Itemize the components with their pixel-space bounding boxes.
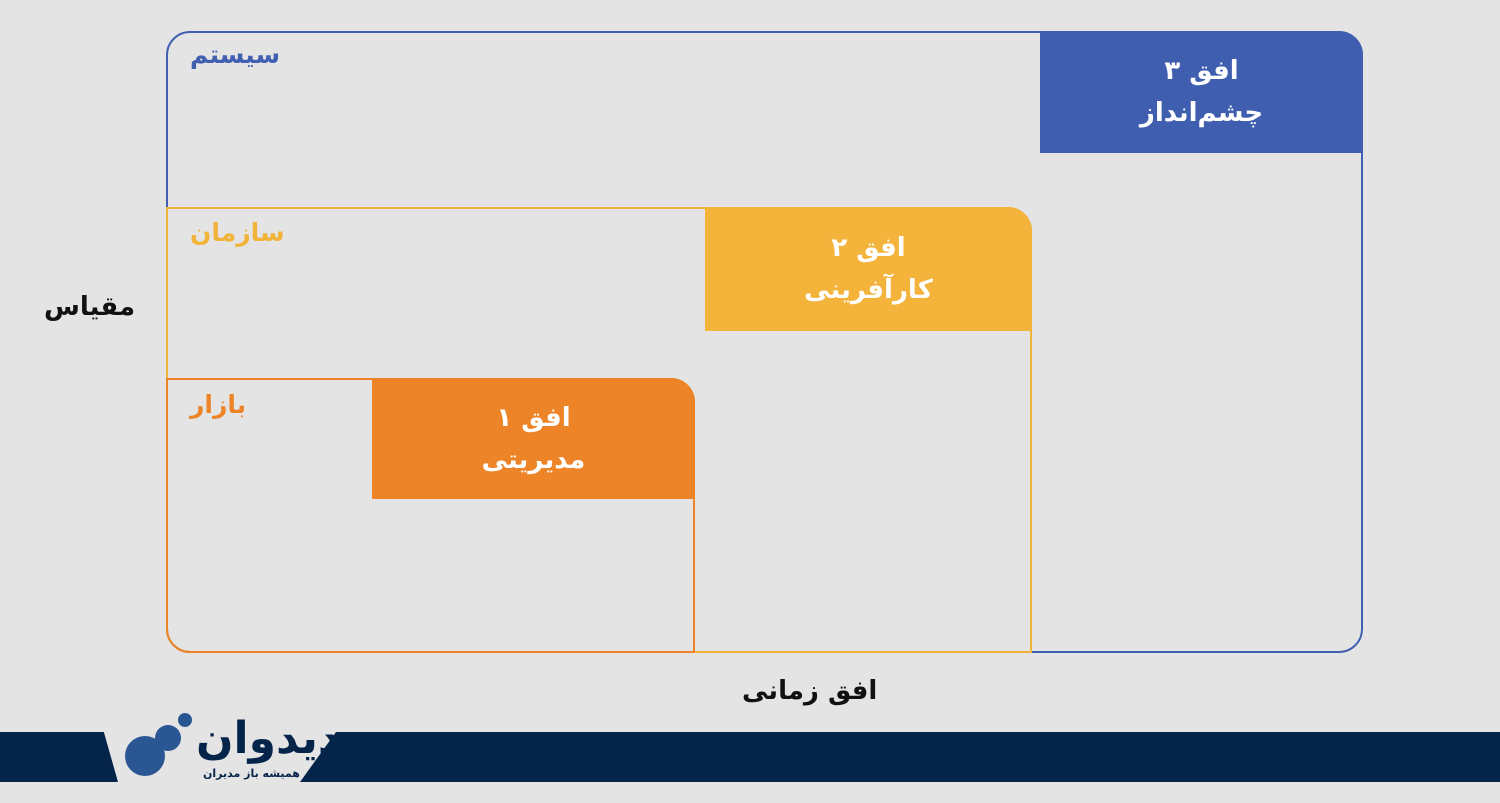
horizon-1-subtitle: مدیریتی: [481, 444, 586, 475]
brand-name: دیدوان: [196, 713, 342, 764]
y-axis-label: مقیاس: [44, 292, 136, 322]
horizon-3-title: افق ۳: [1164, 56, 1239, 86]
horizon-2-subtitle: کارآفرینی: [804, 275, 933, 305]
logo-circle-large: [125, 736, 165, 776]
footer-band-right: [300, 732, 1500, 782]
horizon-2-box: افق ۲ کارآفرینی: [705, 207, 1032, 331]
brand-logo-icon: [125, 713, 192, 776]
horizon-2-title: افق ۲: [831, 233, 906, 263]
logo-circle-small: [178, 713, 192, 727]
horizon-3-subtitle: چشم‌انداز: [1139, 98, 1264, 128]
organization-zone-label: سازمان: [190, 218, 285, 247]
market-zone-label: بازار: [190, 390, 247, 419]
horizon-1-title: افق ۱: [496, 402, 571, 433]
horizon-3-box: افق ۳ چشم‌انداز: [1040, 31, 1363, 153]
brand-tagline: چشم همیشه باز مدیران: [203, 767, 332, 780]
logo-circle-medium: [155, 725, 181, 751]
system-zone-label: سیستم: [190, 40, 281, 69]
horizon-1-box: افق ۱ مدیریتی: [372, 378, 695, 499]
footer-band-left: [0, 732, 118, 782]
x-axis-label: افق زمانی: [742, 676, 878, 706]
